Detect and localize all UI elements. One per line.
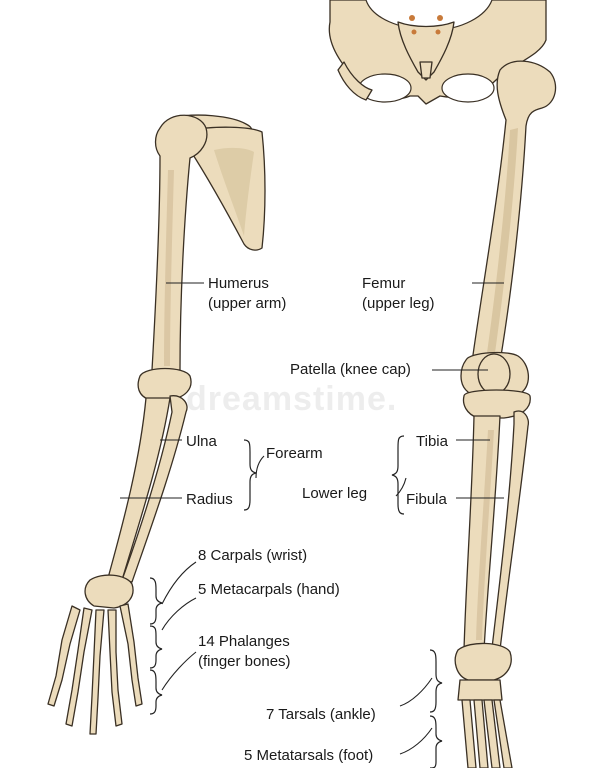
- femur-name: Femur: [362, 275, 406, 292]
- brackets: [149, 435, 443, 769]
- femur-detail: (upper leg): [362, 295, 435, 312]
- phalanges-detail: (finger bones): [198, 653, 291, 670]
- metatarsals-pointer: [399, 727, 433, 755]
- metacarpals-bracket: [149, 625, 163, 669]
- tibia-label: Tibia: [416, 433, 448, 450]
- humerus-label: Humerus (upper arm): [208, 274, 286, 314]
- metacarpals-pointer: [161, 597, 197, 631]
- watermark: dreamstime.: [186, 380, 398, 418]
- lower-leg-bones: [463, 410, 530, 651]
- femur-bone: [471, 60, 557, 363]
- tarsals-pointer: [399, 677, 433, 707]
- phalanges-label: 14 Phalanges (finger bones): [198, 632, 291, 672]
- fibula-label: Fibula: [406, 491, 447, 508]
- femur-label: Femur (upper leg): [362, 274, 435, 314]
- knee-joint: [460, 351, 531, 419]
- humerus-detail: (upper arm): [208, 295, 287, 312]
- phalanges-pointer: [161, 651, 197, 691]
- foot-bones: [454, 642, 513, 769]
- forearm-bones: [107, 395, 188, 583]
- humerus-name: Humerus: [208, 275, 269, 292]
- label-pointers: [120, 282, 504, 755]
- metatarsals-label: 5 Metatarsals (foot): [244, 747, 374, 764]
- pelvis: [328, 0, 547, 105]
- tarsals-label: 7 Tarsals (ankle): [266, 706, 376, 723]
- metatarsals-bracket: [429, 715, 443, 769]
- forearm-bracket: [243, 439, 257, 511]
- scapula-bone: [189, 126, 266, 251]
- lower-leg-pointer: [395, 477, 407, 497]
- ulna-label: Ulna: [186, 433, 217, 450]
- patella-bone: [477, 353, 511, 395]
- tarsals-bracket: [429, 649, 443, 713]
- forearm-pointer: [255, 455, 265, 479]
- fibula-bone: [491, 410, 530, 651]
- hand-bones: [47, 574, 143, 735]
- lower-leg-bracket: [391, 435, 405, 515]
- forearm-label: Forearm: [266, 445, 323, 462]
- ulna-bone: [121, 395, 188, 583]
- patella-label: Patella (knee cap): [290, 361, 411, 378]
- lower-leg-label: Lower leg: [302, 485, 368, 502]
- carpals-bracket: [149, 577, 163, 625]
- carpals-pointer: [161, 561, 197, 605]
- phalanges-bracket: [149, 669, 163, 715]
- metacarpals-label: 5 Metacarpals (hand): [198, 581, 340, 598]
- humerus-bone: [137, 114, 208, 401]
- phalanges-name: 14 Phalanges: [198, 633, 290, 650]
- carpals-label: 8 Carpals (wrist): [198, 547, 308, 564]
- radius-label: Radius: [186, 491, 233, 508]
